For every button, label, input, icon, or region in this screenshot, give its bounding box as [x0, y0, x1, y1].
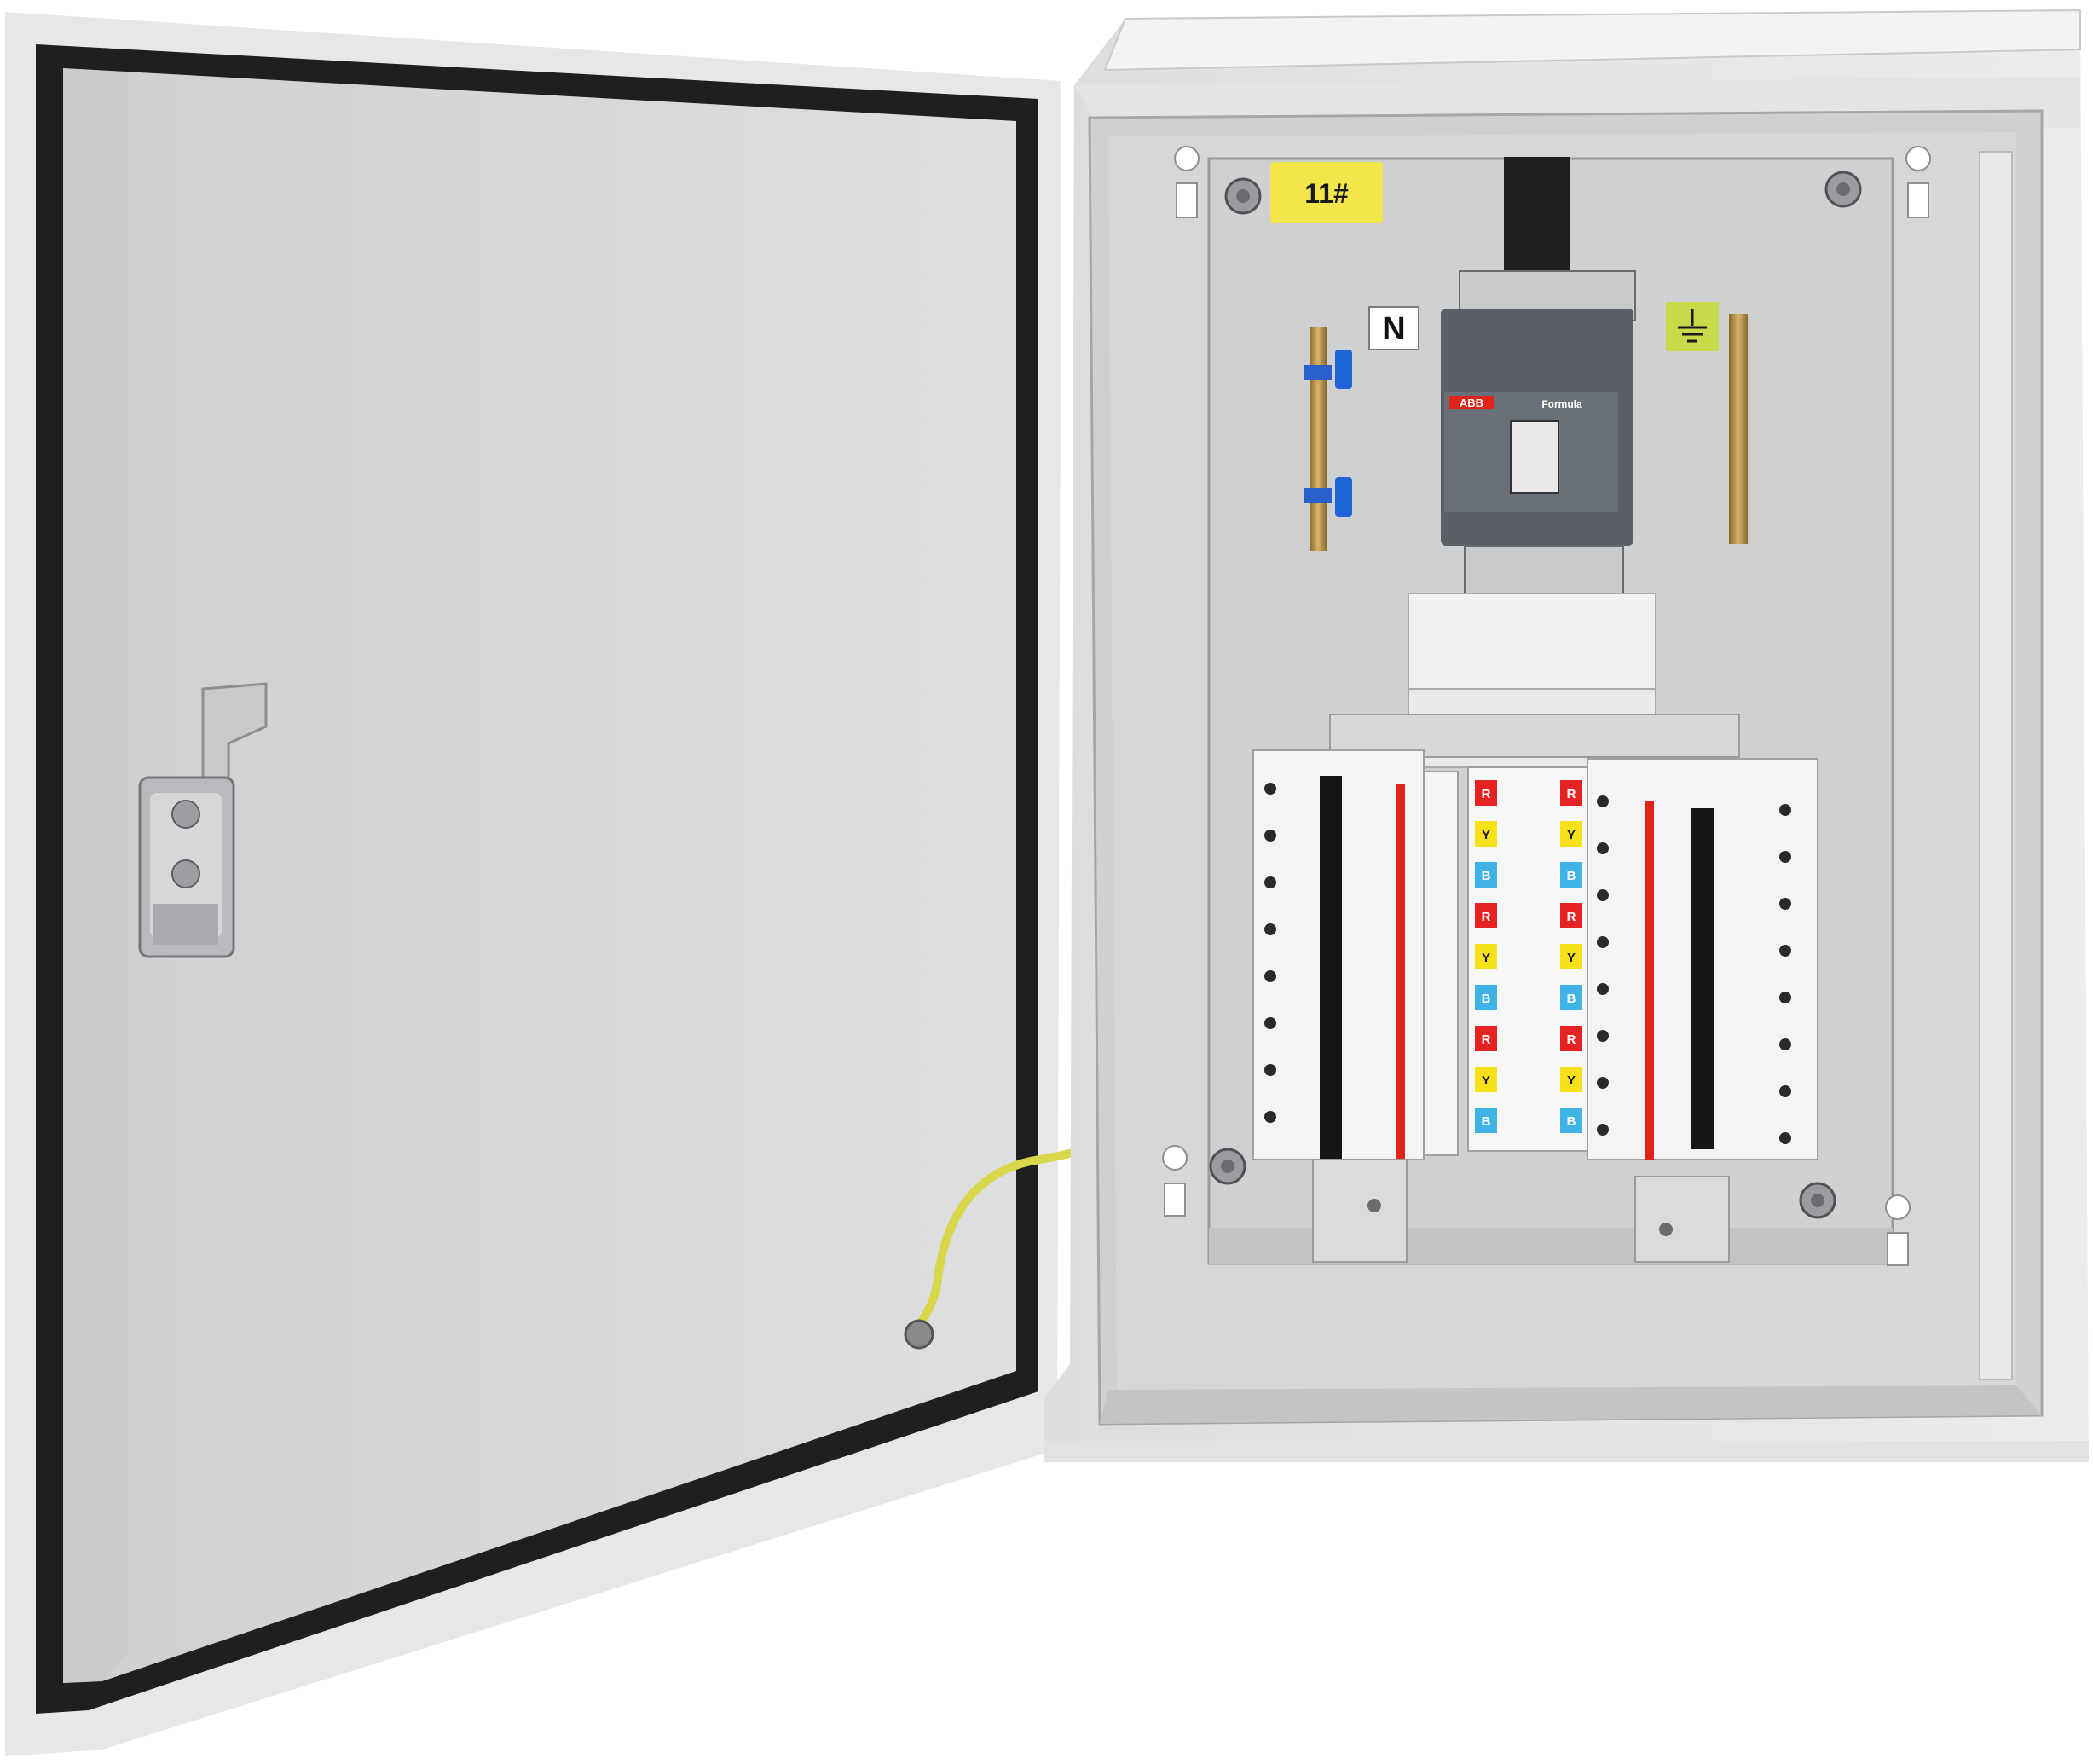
- neutral-label: N: [1382, 311, 1405, 347]
- phase-tag-label: B: [1482, 992, 1491, 1006]
- phase-tag-label: Y: [1567, 951, 1576, 965]
- phase-tag-b: [1475, 985, 1497, 1010]
- phase-tag-y: [1560, 944, 1582, 969]
- phase-tag-r: [1560, 780, 1582, 806]
- mcb-bank-right: ABB: [1587, 758, 1818, 1160]
- phase-tag-b: [1560, 1108, 1582, 1133]
- phase-tag-r: [1475, 780, 1497, 806]
- phase-tag-y: [1475, 1067, 1497, 1092]
- door-inner-panel: [63, 68, 1016, 1683]
- phase-tag-label: B: [1567, 1114, 1576, 1129]
- main-breaker[interactable]: ABB Formula: [1408, 270, 1656, 768]
- phase-tag-r: [1475, 1026, 1497, 1051]
- phase-tag-label: R: [1482, 1032, 1491, 1047]
- phase-tag-label: B: [1567, 992, 1576, 1006]
- mounting-slots: [1162, 146, 1932, 1266]
- phase-tag-label: Y: [1482, 1073, 1490, 1088]
- phase-tag-y: [1560, 821, 1582, 847]
- phase-tag-b: [1475, 862, 1497, 888]
- rail-supports: [1312, 1159, 1730, 1263]
- phase-tag-label: Y: [1567, 1073, 1576, 1088]
- phase-tag-r: [1560, 903, 1582, 928]
- neutral-busbar: N: [1304, 306, 1419, 551]
- incoming-cable: [1504, 157, 1570, 281]
- phase-tag-label: B: [1482, 869, 1491, 883]
- panel-id-text: 11#: [1304, 178, 1349, 209]
- earth-ground-icon: [1678, 309, 1707, 343]
- phase-tag-b: [1560, 862, 1582, 888]
- main-breaker-toggle[interactable]: [1510, 420, 1559, 494]
- phase-tag-y: [1560, 1067, 1582, 1092]
- phase-tag-label: Y: [1482, 828, 1490, 842]
- mcb-bank-left: [1252, 749, 1459, 1160]
- phase-tag-label: R: [1482, 910, 1491, 924]
- phase-tag-label: B: [1567, 869, 1576, 883]
- phase-tag-r: [1475, 903, 1497, 928]
- phase-tag-y: [1475, 944, 1497, 969]
- door-latch[interactable]: [138, 682, 268, 958]
- phase-tag-r: [1560, 1026, 1582, 1051]
- phase-tag-b: [1475, 1108, 1497, 1133]
- phase-tag-label: R: [1567, 1032, 1576, 1047]
- phase-tag-label: R: [1482, 787, 1491, 801]
- phase-label-bank: R R Y Y B B R R Y Y B B R R Y Y B B: [1467, 766, 1593, 1152]
- phase-tag-label: Y: [1482, 951, 1490, 965]
- mcb-brand: ABB: [1644, 886, 1653, 905]
- enclosure-door[interactable]: [5, 12, 1061, 1756]
- phase-tag-y: [1475, 821, 1497, 847]
- main-breaker-series: Formula: [1541, 398, 1582, 410]
- earth-busbar: [1666, 302, 1748, 544]
- phase-tag-label: B: [1482, 1114, 1491, 1129]
- phase-tag-label: R: [1567, 910, 1576, 924]
- panel-id-label: 11#: [1270, 162, 1383, 223]
- phase-tag-label: Y: [1567, 828, 1576, 842]
- plate-bolts: [1209, 171, 1862, 1219]
- phase-tag-label: R: [1567, 787, 1576, 801]
- main-breaker-brand: ABB: [1460, 396, 1483, 409]
- phase-tag-b: [1560, 985, 1582, 1010]
